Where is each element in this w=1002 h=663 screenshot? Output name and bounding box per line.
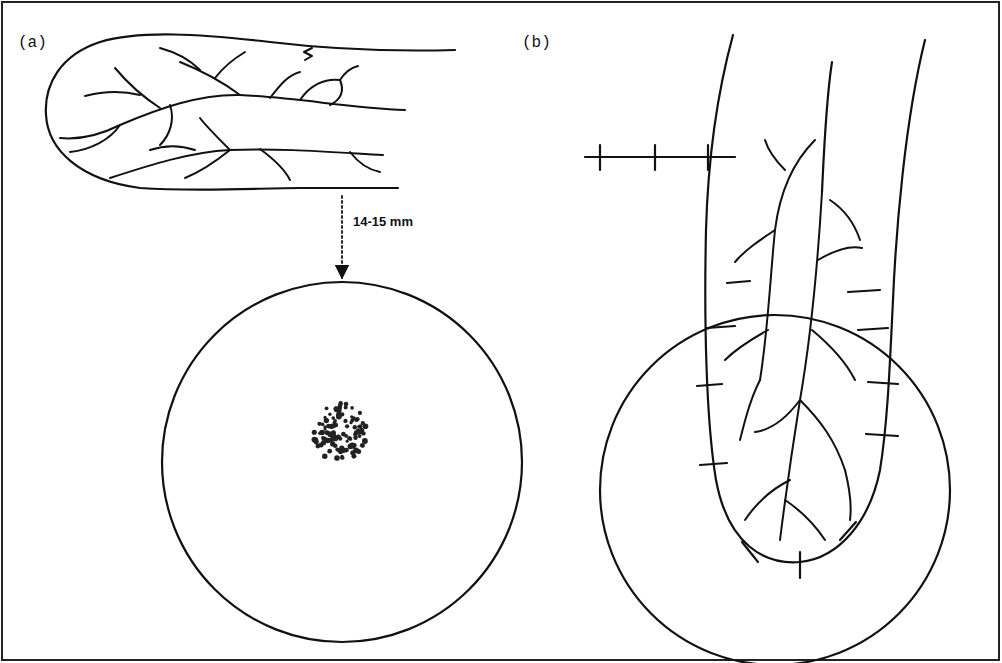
flap-fold xyxy=(822,62,832,192)
flap-vessels xyxy=(60,48,405,180)
dimension-label: 14-15 mm xyxy=(353,214,413,229)
cell-cluster xyxy=(312,401,369,461)
panel-label: (a) xyxy=(18,34,47,52)
flap-outline xyxy=(705,35,925,562)
flap-vessels xyxy=(725,140,862,540)
flap-outline xyxy=(46,34,455,189)
recipient-circle xyxy=(162,282,522,642)
panel-label: (b) xyxy=(522,34,551,52)
dimension-arrow xyxy=(341,196,343,278)
suture xyxy=(697,281,898,578)
recipient-circle xyxy=(600,315,950,663)
